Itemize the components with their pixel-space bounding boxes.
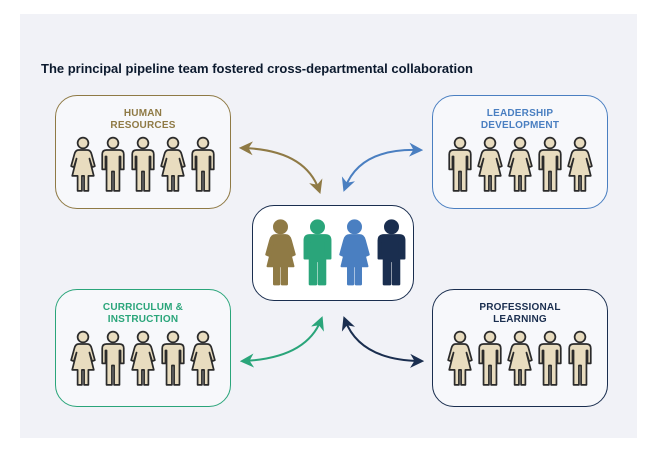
group-label: CURRICULUM &INSTRUCTION	[56, 302, 230, 326]
female-person-icon	[70, 330, 96, 386]
group-people	[70, 136, 216, 192]
group-label-line: CURRICULUM &	[102, 302, 184, 313]
female-person-icon	[190, 330, 216, 386]
male-person-icon	[161, 330, 185, 386]
arrow-leadership-development	[341, 142, 424, 192]
male-person-icon	[538, 136, 562, 192]
panel-corner-cut	[20, 0, 660, 14]
group-label-line: HUMAN	[123, 108, 163, 119]
female-person-icon	[70, 136, 96, 192]
group-people	[447, 136, 593, 192]
male-person-icon	[101, 136, 125, 192]
group-people	[70, 330, 216, 386]
male-person-icon	[448, 136, 472, 192]
diagram-title: The principal pipeline team fostered cro…	[41, 61, 473, 76]
female-person-icon	[567, 136, 593, 192]
male-person-icon	[538, 330, 562, 386]
female-person-icon	[130, 330, 156, 386]
female-person-icon	[160, 136, 186, 192]
group-label-line: PROFESSIONAL	[479, 302, 561, 313]
group-label-line: LEADERSHIP	[486, 108, 554, 119]
group-label-line: LEARNING	[493, 314, 547, 325]
female-person-icon	[477, 136, 503, 192]
principal-pipeline-team	[252, 205, 414, 301]
male-person-icon	[303, 219, 332, 286]
team-members	[265, 218, 407, 286]
male-person-icon	[568, 330, 592, 386]
female-person-icon	[507, 136, 533, 192]
arrow-human-resources	[238, 141, 323, 194]
female-person-icon	[447, 330, 473, 386]
male-person-icon	[101, 330, 125, 386]
group-label-line: DEVELOPMENT	[480, 120, 560, 131]
female-person-icon	[339, 219, 370, 286]
group-label-line: RESOURCES	[110, 120, 176, 131]
group-curriculum-instruction: CURRICULUM &INSTRUCTION	[55, 289, 231, 407]
female-person-icon	[507, 330, 533, 386]
arrow-professional-learning	[341, 316, 425, 368]
group-label-line: INSTRUCTION	[107, 314, 179, 325]
male-person-icon	[377, 219, 406, 286]
male-person-icon	[191, 136, 215, 192]
group-people	[447, 330, 593, 386]
arrow-curriculum-instruction	[239, 316, 324, 368]
male-person-icon	[131, 136, 155, 192]
female-person-icon	[265, 219, 296, 286]
male-person-icon	[478, 330, 502, 386]
